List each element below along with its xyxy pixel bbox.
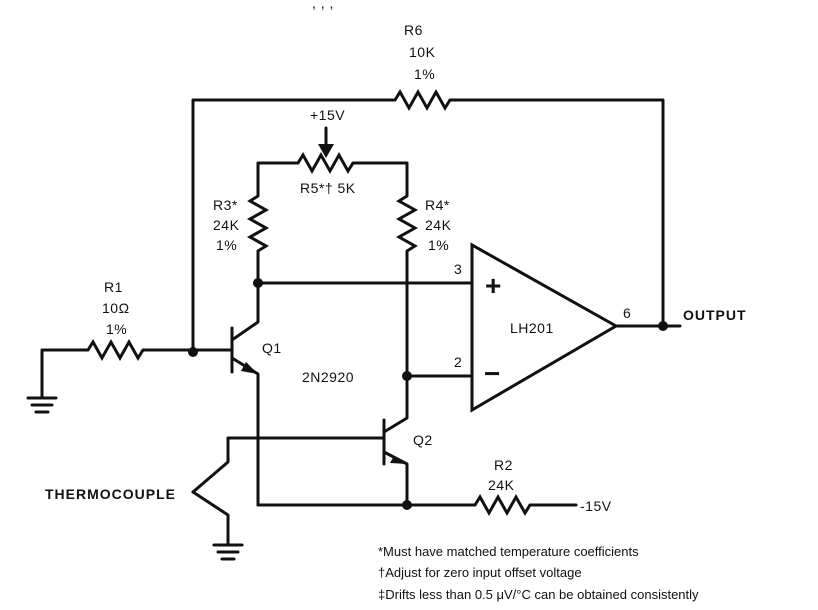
- r4-resistor: [395, 194, 419, 253]
- r6-value: 10K: [409, 44, 436, 60]
- q2-name: Q2: [413, 432, 433, 448]
- footnote-matched-tc: *Must have matched temperature coefficie…: [378, 544, 639, 559]
- ground-icon: [26, 396, 58, 414]
- r1-name: R1: [104, 279, 123, 295]
- opamp-pin-2: 2: [454, 354, 462, 370]
- footnote-drift: ‡Drifts less than 0.5 μV/°C can be obtai…: [378, 587, 699, 602]
- r5-pot-wire: [256, 161, 409, 198]
- r6-tolerance: 1%: [414, 66, 435, 82]
- opamp-triangle: [470, 242, 620, 413]
- junction-dots: [188, 278, 668, 510]
- r6-feedback-wire: [191, 98, 665, 354]
- q1-transistor-icon: [230, 281, 260, 507]
- r3-tolerance: 1%: [216, 237, 237, 253]
- q2-transistor-icon: [382, 374, 409, 507]
- output-label: OUTPUT: [683, 307, 747, 323]
- q1-name: Q1: [262, 340, 282, 356]
- opamp-plus-sign: +: [485, 270, 501, 301]
- opamp-name: LH201: [510, 320, 554, 336]
- r2-value: 24K: [488, 477, 515, 493]
- footnote-offset-adjust: †Adjust for zero input offset voltage: [378, 565, 582, 580]
- r4-name: R4*: [425, 197, 450, 213]
- header-fragment: , , ,: [312, 0, 334, 11]
- r1-ground-wire: [40, 348, 90, 400]
- r4-tolerance: 1%: [428, 237, 449, 253]
- r3-resistor: [246, 194, 270, 253]
- transistor-part-number: 2N2920: [302, 369, 354, 385]
- opamp-pin-6: 6: [623, 305, 631, 321]
- thermocouple-wire: [191, 490, 230, 547]
- opamp-minus-sign: −: [484, 358, 500, 389]
- r6-name: R6: [404, 22, 423, 38]
- positive-supply-label: +15V: [310, 107, 345, 123]
- r1-resistor: [86, 338, 145, 362]
- r1-tolerance: 1%: [106, 321, 127, 337]
- r3-name: R3*: [213, 197, 238, 213]
- r6-resistor: [393, 88, 452, 112]
- r4-value: 24K: [425, 217, 452, 233]
- thermocouple-label: THERMOCOUPLE: [45, 486, 176, 502]
- opamp-pin-3: 3: [454, 261, 462, 277]
- wiper-arrow-icon: [318, 144, 334, 158]
- r1-value: 10Ω: [102, 300, 130, 316]
- r2-name: R2: [494, 457, 513, 473]
- ground-icon: [212, 543, 244, 561]
- q2-base-wire: [191, 436, 386, 494]
- r3-value: 24K: [213, 217, 240, 233]
- negative-supply-label: -15V: [580, 498, 612, 514]
- r5-potentiometer: [296, 151, 355, 175]
- r2-resistor: [473, 493, 532, 517]
- r5-label: R5*† 5K: [300, 180, 356, 196]
